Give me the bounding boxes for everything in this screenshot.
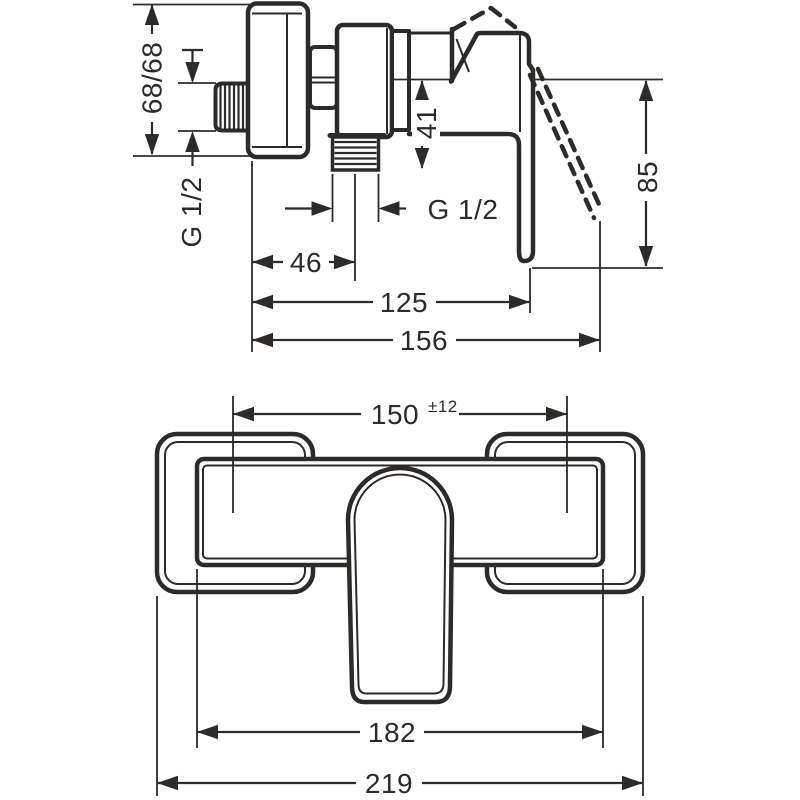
dim-overall-width: 219 [157, 768, 643, 799]
dim-label-150-tolerance: ±12 [428, 397, 458, 416]
front-view: 150 ±12 182 219 [154, 396, 646, 799]
side-view: 68/68 G 1/2 41 85 [133, 1, 663, 356]
handle-raised-dashed [451, 5, 518, 32]
dim-label-41: 41 [411, 107, 442, 139]
dim-label-219: 219 [365, 768, 413, 799]
dim-label-46: 46 [290, 247, 322, 278]
outlet-connector [327, 133, 387, 172]
dim-label-85: 85 [632, 161, 663, 193]
dim-plate-height: 68/68 [136, 4, 167, 155]
dim-connection-centres: 150 ±12 [233, 396, 567, 430]
handle-open-dashed [527, 66, 605, 221]
dim-wall-to-outlet: 46 [252, 247, 355, 278]
dim-wall-to-handle-closed: 125 [252, 287, 530, 318]
dim-label-182: 182 [368, 717, 416, 748]
dim-label-156: 156 [400, 325, 448, 356]
dim-label-68-68: 68/68 [136, 42, 167, 115]
dim-inlet-thread: G 1/2 [176, 48, 207, 248]
thread-hatch [219, 85, 249, 129]
union-nut [308, 45, 339, 110]
dim-axis-to-outlet: 41 [411, 80, 442, 169]
dim-wall-to-handle-open: 156 [252, 325, 600, 356]
dim-label-150: 150 [371, 399, 419, 430]
dim-label-125: 125 [380, 287, 428, 318]
dim-handle-drop: 85 [632, 80, 663, 267]
dim-outlet-thread: G 1/2 [285, 194, 498, 225]
dim-label-inlet-thread: G 1/2 [176, 177, 207, 248]
dim-label-outlet-thread: G 1/2 [428, 194, 499, 225]
inlet-connector [213, 81, 250, 133]
dim-body-width: 182 [197, 717, 603, 748]
wall-plate [245, 1, 311, 160]
thread-hatch [334, 140, 377, 166]
handle-side [406, 26, 536, 264]
valve-body [334, 22, 395, 140]
cartridge-housing [390, 29, 411, 132]
handle-front [345, 465, 455, 705]
